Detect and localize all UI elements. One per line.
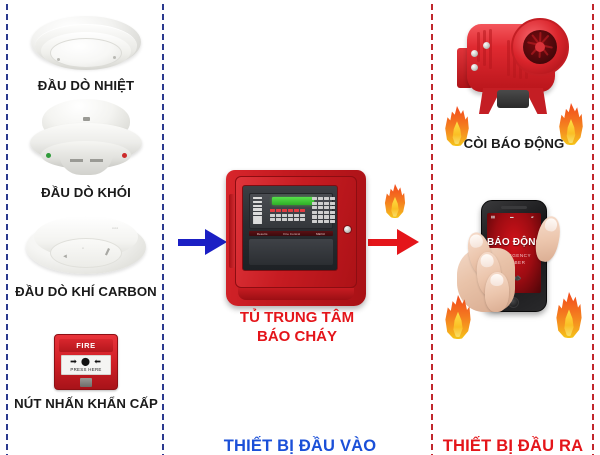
arrow-head: [205, 229, 227, 255]
device-carbon-monoxide-detector: ◦◦◦ ◄ ◦ ▌ ĐẦU DÒ KHÍ CARBON: [12, 212, 160, 299]
device-smoke-detector: ĐẦU DÒ KHÓI: [12, 97, 160, 200]
device-label: ĐẦU DÒ KHÍ CARBON: [15, 284, 157, 299]
phone-alarm-text: BÁO ĐỘNG: [487, 237, 541, 248]
mobile-phone-alert-icon: ▮▮ ▬ ▰ BÁO ĐỘNG EMERGENCY NUMBER 📞: [441, 196, 587, 318]
panel-brand-right: MENU: [316, 231, 326, 236]
panel-lcd-display: [272, 197, 314, 205]
flame-icon: [383, 184, 407, 218]
mcp-press-label: PRESS HERE: [70, 367, 102, 373]
device-mobile-alert: ▮▮ ▬ ▰ BÁO ĐỘNG EMERGENCY NUMBER 📞: [440, 196, 588, 320]
panel-window: Results Fire Control MENU: [242, 185, 338, 271]
panel-led-column-left: [253, 197, 262, 223]
manual-call-point-icon: FIRE ➡ ⬤ ⬅ PRESS HERE: [54, 334, 118, 394]
input-devices-group-box: [6, 0, 164, 455]
device-label: NÚT NHẤN KHẨN CẤP: [14, 396, 158, 411]
panel-brand-left: Results: [256, 231, 268, 236]
arrow-head: [397, 229, 419, 255]
flame-icon: [443, 295, 473, 339]
smoke-detector-icon: [26, 97, 146, 183]
phone-speaker: [501, 206, 527, 209]
flame-icon: [443, 106, 471, 146]
arrow-shaft: [368, 238, 398, 246]
heat-detector-icon: [27, 10, 145, 76]
panel-lock-icon: [343, 225, 352, 234]
hand-finger: [484, 271, 510, 313]
panel-to-output-arrow: [368, 229, 419, 255]
device-manual-call-point: FIRE ➡ ⬤ ⬅ PRESS HERE NÚT NHẤN KHẨN CẤP: [12, 334, 160, 411]
control-panel-caption-line1: TỦ TRUNG TÂM: [239, 309, 355, 326]
panel-keypad: [312, 197, 335, 224]
panel-hinge: [229, 194, 235, 268]
fire-alarm-control-panel-icon: Results Fire Control MENU: [226, 170, 366, 306]
output-devices-group-box: [431, 0, 594, 455]
device-heat-detector: ĐẦU DÒ NHIỆT: [12, 10, 160, 93]
panel-brand-center: Fire Control: [283, 231, 301, 236]
panel-lower-face: [249, 239, 333, 265]
input-group-caption: THIẾT BỊ ĐẦU VÀO: [223, 437, 377, 455]
input-to-panel-arrow: [178, 229, 227, 255]
flame-icon: [554, 292, 584, 338]
panel-indicator-grid: [270, 209, 305, 222]
panel-brand-strip: Results Fire Control MENU: [249, 231, 333, 236]
flame-icon: [557, 103, 585, 145]
mcp-fire-label: FIRE: [76, 341, 96, 350]
control-panel-caption: TỦ TRUNG TÂM BÁO CHÁY: [216, 309, 378, 347]
device-label: CÒI BÁO ĐỘNG: [463, 136, 565, 151]
control-panel-caption-line2: BÁO CHÁY: [256, 327, 337, 345]
output-group-caption: THIẾT BỊ ĐẦU RA: [442, 437, 584, 455]
carbon-monoxide-detector-icon: ◦◦◦ ◄ ◦ ▌: [24, 212, 148, 282]
device-alarm-siren: CÒI BÁO ĐỘNG: [440, 6, 588, 151]
panel-control-face: [249, 193, 335, 229]
panel-base: [238, 288, 354, 300]
mcp-arrows-label: ➡ ⬤ ⬅: [70, 356, 102, 366]
device-label: ĐẦU DÒ NHIỆT: [37, 78, 135, 93]
panel-led-column-left-lower: [253, 218, 262, 225]
device-label: ĐẦU DÒ KHÓI: [41, 185, 131, 200]
arrow-shaft: [178, 238, 206, 246]
alarm-siren-icon: [449, 6, 579, 134]
